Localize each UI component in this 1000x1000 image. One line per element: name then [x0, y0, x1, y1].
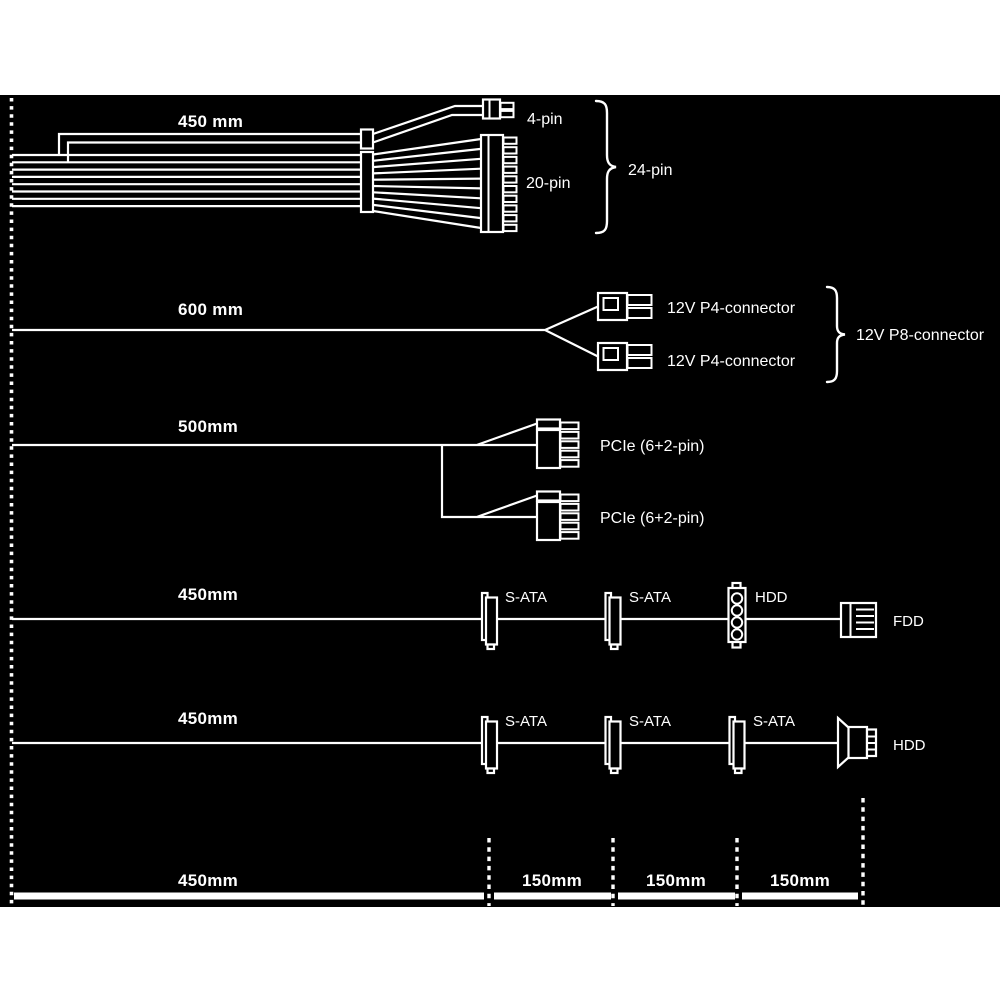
wire-cpu	[12, 305, 599, 358]
connector-4pin	[481, 98, 515, 120]
segment-bar-150a	[494, 892, 611, 900]
label-sata-a1: S-ATA	[505, 589, 547, 606]
sata-connector-3	[480, 715, 499, 775]
connector-20pin	[479, 133, 518, 234]
length-label-peripheral-a: 450mm	[178, 585, 238, 604]
segment-bar-150c	[742, 892, 858, 900]
cable-atx-24pin: 450 mm 4-pin 20-pin 24-pin	[12, 98, 672, 235]
label-fdd: FDD	[893, 613, 924, 630]
connector-pcie-bottom	[535, 490, 580, 542]
connector-p4-top	[596, 291, 653, 322]
label-20pin: 20-pin	[526, 175, 570, 192]
molex-passthrough-connector	[727, 581, 747, 649]
label-sata-b2: S-ATA	[629, 713, 671, 730]
scale-label-450: 450mm	[178, 871, 238, 890]
cable-peripheral-a: 450mm S-ATA S-ATA HDD FDD	[12, 581, 924, 651]
label-pcie-top: PCIe (6+2-pin)	[600, 438, 705, 455]
scale-label-150c: 150mm	[770, 871, 830, 890]
connector-p4-bottom	[596, 341, 653, 372]
label-pcie-bottom: PCIe (6+2-pin)	[600, 510, 705, 527]
segment-bar-450	[14, 892, 484, 900]
scale-bar: 450mm 150mm 150mm 150mm	[14, 798, 865, 906]
sata-connector-5	[728, 715, 746, 775]
wire-branch-4pin	[57, 132, 362, 163]
scale-label-150b: 150mm	[646, 871, 706, 890]
length-label-cpu: 600 mm	[178, 300, 243, 319]
brace-p8	[825, 285, 846, 384]
label-p8: 12V P8-connector	[856, 327, 985, 344]
label-p4-top: 12V P4-connector	[667, 300, 796, 317]
label-sata-a2: S-ATA	[629, 589, 671, 606]
label-24pin: 24-pin	[628, 162, 672, 179]
brace-24pin	[594, 99, 617, 235]
label-4pin: 4-pin	[527, 111, 563, 128]
wire-pcie	[12, 422, 538, 519]
length-label-peripheral-b: 450mm	[178, 709, 238, 728]
scale-label-150a: 150mm	[522, 871, 582, 890]
fdd-connector	[839, 601, 878, 639]
molex-hdd-connector	[836, 715, 878, 770]
connector-pcie-top	[535, 418, 580, 470]
sata-connector-2	[604, 591, 622, 651]
sata-connector-4	[604, 715, 622, 775]
wire-bundle	[12, 153, 362, 208]
label-sata-b3: S-ATA	[753, 713, 795, 730]
cable-pcie: 500mm PCIe (6+2-pin) PCIe (6+2-pin)	[12, 417, 705, 542]
wire-fan-4pin	[372, 104, 483, 144]
label-hdd-a: HDD	[755, 589, 788, 606]
length-label-pcie: 500mm	[178, 417, 238, 436]
label-sata-b1: S-ATA	[505, 713, 547, 730]
length-label-atx: 450 mm	[178, 112, 243, 131]
cable-peripheral-b: 450mm S-ATA S-ATA S-ATA HDD	[12, 709, 926, 775]
label-p4-bottom: 12V P4-connector	[667, 353, 796, 370]
cable-comb-large	[359, 150, 375, 214]
cable-comb-small	[359, 128, 375, 150]
label-hdd-b: HDD	[893, 737, 926, 754]
wire-fan-20pin	[372, 137, 482, 230]
cable-cpu-12v: 600 mm 12V P4-connector 12V P4-connector…	[12, 285, 985, 384]
sata-connector-1	[480, 591, 499, 651]
segment-bar-150b	[618, 892, 735, 900]
